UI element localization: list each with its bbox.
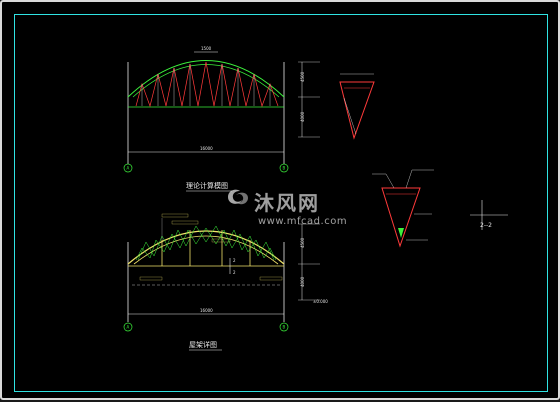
bottom-grid-a: A [127, 325, 130, 330]
truss-section-main [372, 169, 434, 248]
watermark-url: www.mfcad.com [258, 216, 348, 227]
bottom-elevation: 2 2 16000 A B 4500 4000 ±0.000 屋架详图 [123, 213, 328, 351]
section-2-2-label: 2--2 [480, 222, 492, 229]
bottom-right-dim-3: ±0.000 [313, 299, 328, 304]
watermark-brand: 沐风网 [254, 191, 320, 215]
watermark: 沐风网 www.mfcad.com [226, 187, 347, 227]
top-right-dim-1: 4500 [300, 71, 305, 82]
top-elevation: 1500 16000 A B 4500 4000 理论计算模图 [123, 46, 320, 192]
top-right-dim-2: 4000 [300, 111, 305, 122]
bottom-title: 屋架详图 [189, 340, 217, 349]
truss-section-top [339, 73, 375, 140]
drawing-border [14, 14, 548, 392]
top-grid-b: B [283, 166, 286, 171]
top-span-dim: 16000 [200, 146, 213, 151]
section-2-2: 2--2 [470, 200, 508, 230]
ridge-dim: 1500 [201, 46, 212, 51]
top-title: 理论计算模图 [186, 181, 228, 190]
section-marker-bottom: 2 [233, 270, 236, 275]
section-marker-top: 2 [233, 258, 236, 263]
mfcad-logo-icon [226, 189, 250, 213]
bottom-span-dim: 16000 [200, 308, 213, 313]
bottom-right-dim-2: 4000 [300, 276, 305, 287]
bottom-grid-b: B [283, 325, 286, 330]
bottom-right-dim-1: 4500 [300, 237, 305, 248]
top-grid-a: A [127, 166, 130, 171]
